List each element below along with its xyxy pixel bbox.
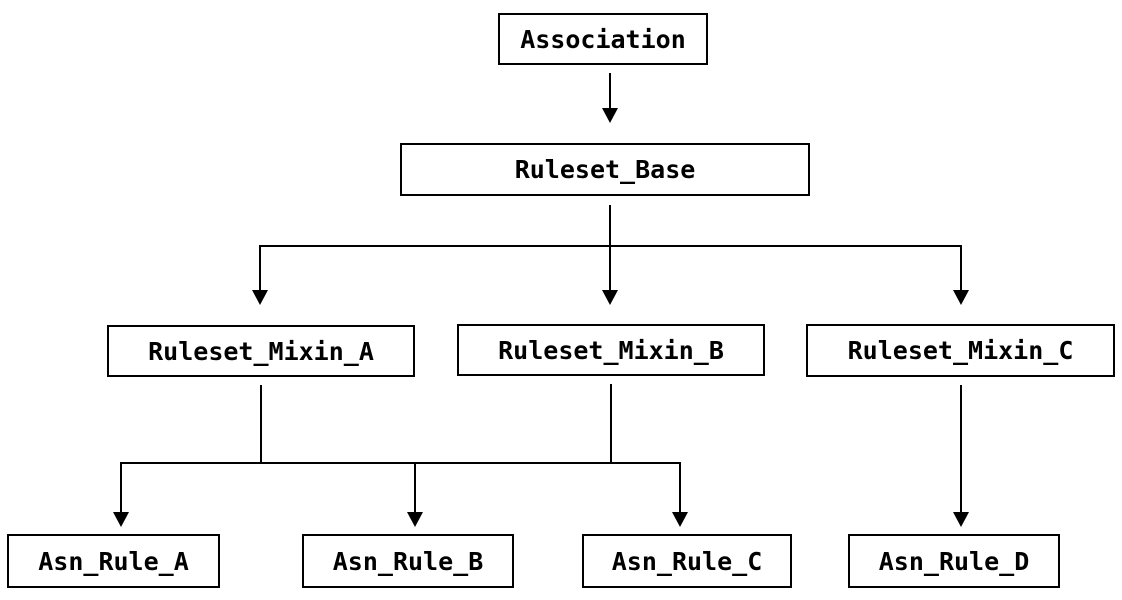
arrow-down-icon [602,108,618,123]
arrow-down-icon [953,512,969,527]
node-label: Ruleset_Mixin_C [847,336,1074,365]
edge-vline [609,73,611,108]
arrow-down-icon [953,290,969,305]
node-ruleset_mixin_a: Ruleset_Mixin_A [107,325,415,377]
node-label: Asn_Rule_D [878,546,1030,576]
edge-vline [259,246,261,290]
edge-vline [610,384,612,464]
node-label: Ruleset_Base [514,155,696,184]
edge-vline [120,463,122,512]
node-label: Ruleset_Mixin_B [498,335,724,365]
edge-vline [679,463,681,512]
arrow-down-icon [252,290,268,305]
node-asn_rule_d: Asn_Rule_D [848,534,1060,588]
arrow-down-icon [672,512,688,527]
arrow-down-icon [113,512,129,527]
node-label: Asn_Rule_A [38,546,189,576]
edge-vline [960,246,962,290]
arrow-down-icon [407,512,423,527]
edge-vline [609,205,611,290]
node-asn_rule_b: Asn_Rule_B [302,534,514,588]
node-ruleset_base: Ruleset_Base [400,143,810,196]
edge-vline [414,463,416,512]
node-label: Ruleset_Mixin_A [148,336,374,366]
edge-vline [260,385,262,464]
node-label: Association [520,24,686,54]
node-association: Association [498,13,708,65]
edge-vline [960,385,962,512]
node-asn_rule_a: Asn_Rule_A [7,534,220,588]
node-asn_rule_c: Asn_Rule_C [582,534,792,588]
node-label: Asn_Rule_B [332,546,484,576]
arrow-down-icon [602,290,618,305]
edge-hline [120,462,681,464]
node-label: Asn_Rule_C [611,546,763,576]
node-ruleset_mixin_b: Ruleset_Mixin_B [457,324,765,376]
node-ruleset_mixin_c: Ruleset_Mixin_C [806,324,1115,377]
